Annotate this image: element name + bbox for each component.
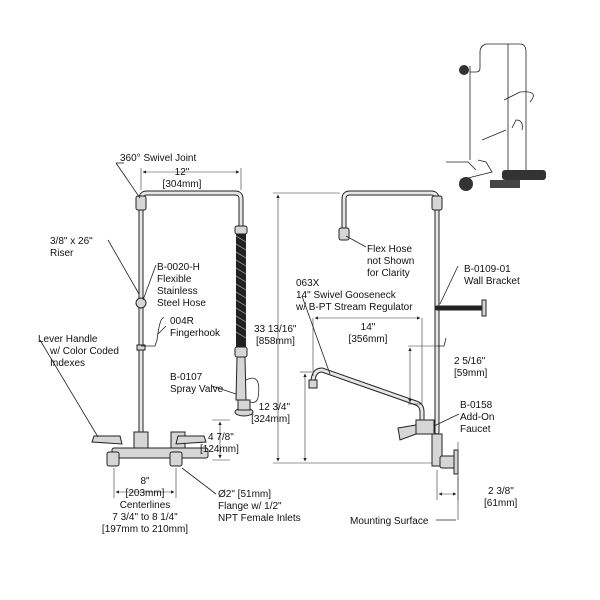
label-flange-2: Flange w/ 1/2": [218, 501, 282, 512]
label-goose-dim-in: 14": [361, 322, 376, 333]
label-riser-1: 3/8" x 26": [50, 236, 93, 247]
isometric-view: [446, 43, 546, 191]
label-cent-1: 8": [140, 476, 150, 487]
label-flexnote-2: not Shown: [367, 256, 414, 267]
label-riser-2: Riser: [50, 248, 74, 259]
label-fingerhook-1: 004R: [170, 316, 194, 327]
flexible-hose: [234, 225, 248, 358]
labels-side: Flex Hose not Shown for Clarity 063X 14"…: [251, 244, 520, 527]
add-on-faucet-part: [397, 419, 435, 441]
leader-fingerhook: [157, 325, 167, 335]
label-goose-1: 063X: [296, 278, 320, 289]
label-hose-2: Flexible: [157, 274, 192, 285]
label-spout-ht-in: 12 3/4": [259, 402, 291, 413]
leader-flange: [181, 467, 217, 495]
label-cent-2: [203mm]: [126, 488, 165, 499]
hose-connector-part: [338, 227, 350, 241]
label-bracket-2: Wall Bracket: [464, 276, 520, 287]
leader-addon: [433, 413, 460, 427]
label-offset-mm: [59mm]: [454, 368, 488, 379]
fingerhook-part: [141, 317, 165, 347]
label-spout-ht-mm: [324mm]: [251, 414, 290, 425]
side-base-part: [431, 433, 459, 475]
label-flexnote-3: for Clarity: [367, 268, 410, 279]
label-fingerhook-2: Fingerhook: [170, 328, 221, 339]
label-overall-in: 33 13/16": [254, 324, 297, 335]
label-lever-2: w/ Color Coded: [49, 346, 119, 357]
leader-riser: [107, 239, 140, 295]
side-view-assembly: [273, 190, 487, 521]
label-mounting: Mounting Surface: [350, 516, 429, 527]
label-goose-2: 14" Swivel Gooseneck: [296, 290, 397, 301]
label-flange-3: NPT Female Inlets: [218, 513, 301, 524]
label-addon-3: Faucet: [460, 424, 491, 435]
label-lever-1: Lever Handle: [38, 334, 98, 345]
label-flange-1: Ø2" [51mm]: [218, 489, 271, 500]
leader-hose: [142, 264, 157, 301]
label-hose-1: B-0020-H: [157, 262, 200, 273]
label-lever-3: Indexes: [50, 358, 85, 369]
label-spray-2: Spray Valve: [170, 384, 224, 395]
label-cent-4: 7 3/4" to 8 1/4": [112, 512, 178, 523]
wall-bracket-part: [434, 299, 487, 317]
riser-collar-2: [136, 344, 146, 351]
label-wall-mm: [61mm]: [484, 498, 518, 509]
leader-goose: [301, 295, 331, 375]
label-addon-1: B-0158: [460, 400, 493, 411]
label-spray-1: B-0107: [170, 372, 203, 383]
label-overall-mm: [858mm]: [256, 336, 295, 347]
label-hose-3: Stainless: [157, 286, 198, 297]
label-height-in: 4 7/8": [208, 432, 234, 443]
swivel-joint-part: [135, 195, 147, 211]
label-top-dim-mm: [304mm]: [163, 179, 202, 190]
label-cent-3: Centerlines: [120, 500, 171, 511]
leader-lever: [39, 339, 99, 438]
labels-front: 360° Swivel Joint 12" [304mm] 3/8" x 26"…: [38, 153, 301, 535]
spray-valve-part: [234, 356, 260, 417]
label-wall-in: 2 3/8": [488, 486, 514, 497]
side-swivel-part: [431, 195, 443, 211]
label-bracket-1: B-0109-01: [464, 264, 511, 275]
label-offset-in: 2 5/16": [454, 356, 486, 367]
label-height-mm: [124mm]: [200, 444, 239, 455]
label-swivel-joint: 360° Swivel Joint: [120, 153, 196, 164]
label-goose-dim-mm: [356mm]: [349, 334, 388, 345]
leader-bracket: [439, 265, 459, 305]
leader-swivel: [115, 162, 141, 199]
leader-flexnote: [345, 235, 367, 248]
label-top-dim-in: 12": [175, 167, 190, 178]
label-flexnote-1: Flex Hose: [367, 244, 412, 255]
gooseneck-part: [308, 367, 425, 423]
label-addon-2: Add-On: [460, 412, 494, 423]
side-fingerhook: [437, 337, 447, 347]
leader-spray: [211, 385, 237, 395]
label-cent-5: [197mm to 210mm]: [102, 524, 188, 535]
riser-collar: [135, 297, 147, 309]
front-view-assembly: [39, 162, 260, 498]
label-goose-3: w/ B-PT Stream Regulator: [295, 302, 413, 313]
label-hose-4: Steel Hose: [157, 298, 206, 309]
faucet-base: [91, 431, 209, 467]
